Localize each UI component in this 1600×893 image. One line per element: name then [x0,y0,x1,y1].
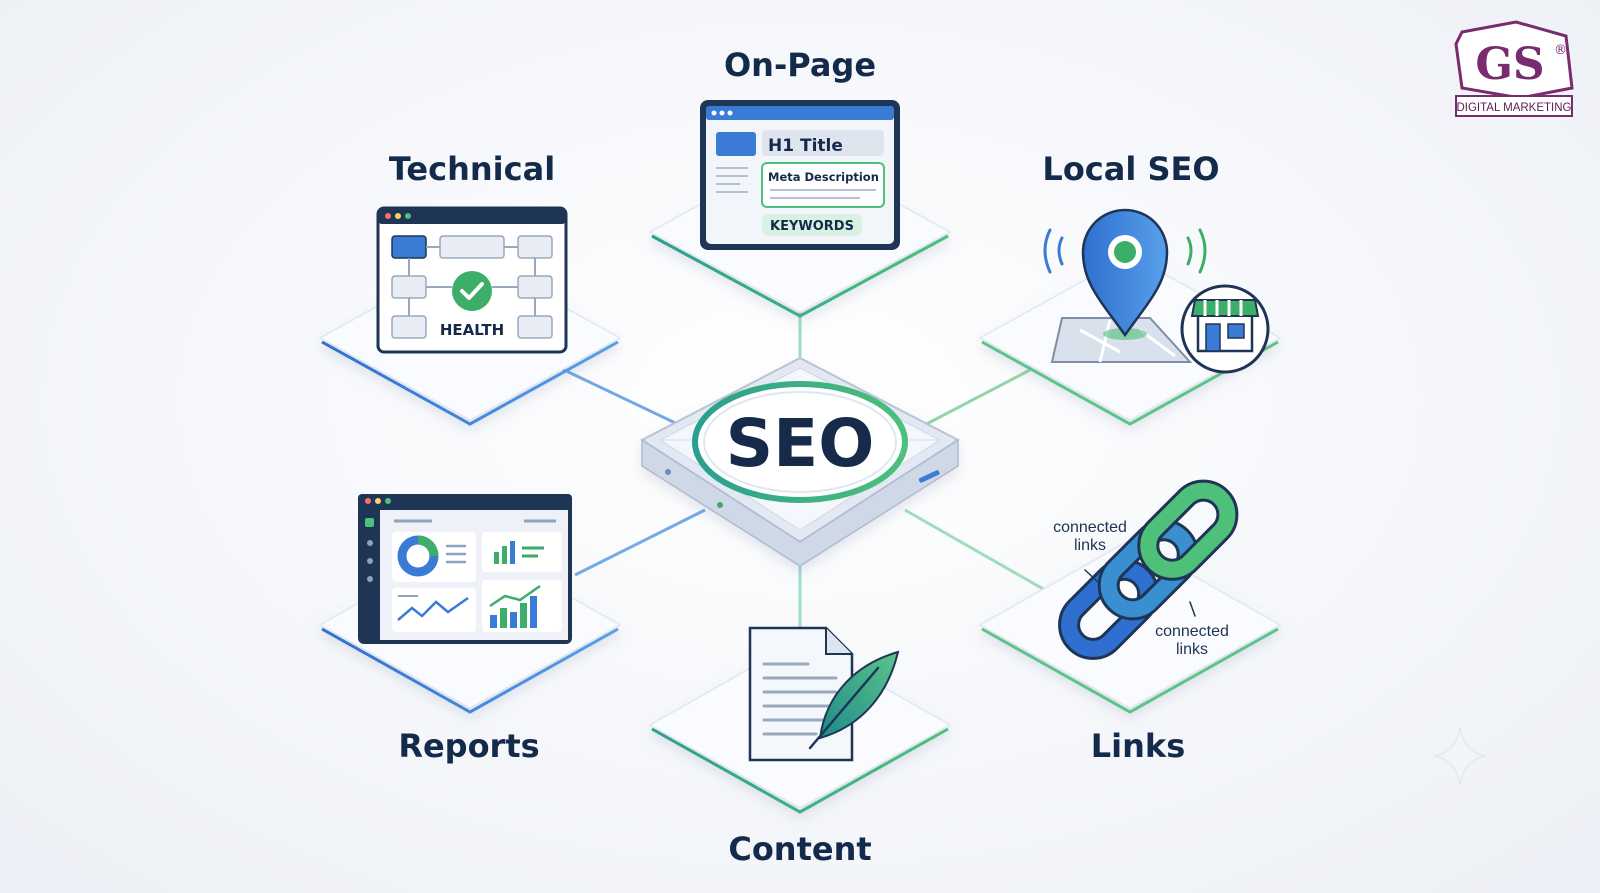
seo-label: SEO [726,405,875,482]
storefront-icon [1180,284,1270,374]
seo-hub: SEO [640,356,960,567]
keywords-text: KEYWORDS [770,219,854,234]
gs-logo: GS ® DIGITAL MARKETING [1454,20,1574,117]
logo-mark: GS [1475,39,1544,90]
sparkle-icon [1433,727,1487,785]
reports-label: Reports [398,727,539,765]
health-badge-text: HEALTH [440,321,504,339]
checkmark-icon [452,271,492,311]
connector-local [914,368,1031,432]
logo-registered: ® [1554,43,1567,58]
dashboard-icon [358,494,572,644]
onpage-label: On-Page [724,46,876,84]
content-label: Content [728,830,871,868]
connector-links [904,508,1046,592]
local-seo-label: Local SEO [1042,150,1219,188]
connector-technical [559,366,691,432]
location-pin-icon [1043,208,1207,340]
seo-badge-ring [692,381,908,503]
meta-description-text: Meta Description [768,170,879,184]
chain-link-icon [1058,479,1239,660]
quill-icon [808,650,900,750]
links-label: Links [1091,727,1185,765]
connector-reports [574,508,706,577]
technical-label: Technical [389,150,555,188]
h1-title-text: H1 Title [768,136,843,156]
logo-tagline: DIGITAL MARKETING [1456,102,1571,114]
webpage-icon [700,100,900,250]
